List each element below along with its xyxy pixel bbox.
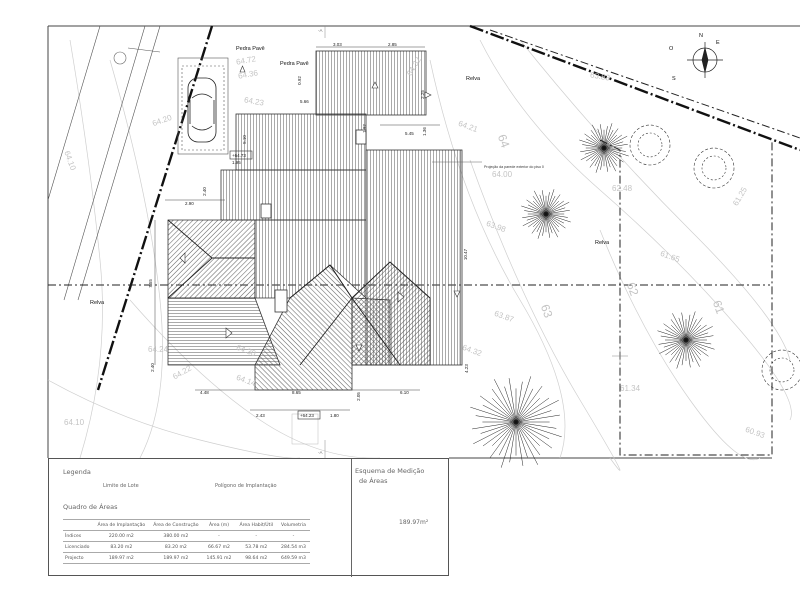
- section-markers: [291, 26, 628, 458]
- compass-rose: [687, 42, 723, 78]
- car-icon: [187, 77, 217, 143]
- areas-table-cell: 83.20 m2: [93, 541, 150, 553]
- areas-table-cell: 220.00 m2: [93, 530, 150, 542]
- level-mark-1: +64.73: [232, 153, 246, 158]
- legend-title: Legenda: [63, 468, 91, 476]
- elevation-8: 64.00: [492, 170, 513, 179]
- areas-table-cell: 83.20 m2: [149, 541, 203, 553]
- lot-boundary-line: [96, 24, 800, 391]
- dim-10: 1.95: [232, 160, 241, 165]
- shrub-symbols: [629, 124, 800, 391]
- dim-8: 5.10: [241, 135, 247, 144]
- areas-table-cell: Projecto: [63, 552, 94, 564]
- areas-table-header-cell: Área de Implantação: [93, 519, 150, 531]
- label-relva-left: Relva: [90, 300, 105, 306]
- label-pedra-pave-2: Pedra Pavê: [280, 61, 309, 67]
- slope-arrows: [179, 65, 461, 352]
- drawing-frame: [47, 25, 800, 459]
- section-mark-top: -A: [318, 28, 323, 33]
- dim-15: 4.48: [200, 390, 209, 395]
- areas-table-header-cell: Área de Construção: [149, 519, 203, 531]
- tree-symbols: [470, 123, 715, 468]
- house-roof-plan: [167, 50, 463, 391]
- dim-11: 2.40: [201, 187, 207, 196]
- areas-table-cell: 145.91 m2: [202, 552, 236, 564]
- areas-table-cell: 649.59 m3: [277, 552, 310, 564]
- scheme-title-2: de Áreas: [359, 477, 388, 485]
- dim-4: 0.92: [296, 76, 302, 85]
- panel-divider: [351, 459, 352, 577]
- level-mark-2: +64.23: [300, 413, 314, 418]
- dim-16: 8.65: [292, 390, 301, 395]
- legend-panel: Legenda Limite de Lote Polígono de Impla…: [48, 458, 449, 577]
- compass-s: S: [672, 76, 676, 82]
- areas-table-cell: 189.97 m2: [149, 552, 203, 564]
- compass-e: E: [716, 40, 720, 46]
- dim-5: 2.25: [419, 90, 425, 99]
- label-relva-right: Relva: [595, 240, 610, 246]
- implantation-polygon-line: [48, 29, 800, 456]
- dim-21: 4.23: [463, 364, 469, 373]
- areas-table-cell: 284.54 m3: [277, 541, 310, 553]
- dim-17: 6.10: [400, 390, 409, 395]
- areas-table-header-cell: Área (m): [202, 519, 236, 531]
- areas-table-cell: 53.78 m2: [235, 541, 278, 553]
- parking-area: [177, 57, 229, 155]
- dim-12: 2.90: [185, 201, 194, 206]
- dim-9: 1.92: [361, 124, 367, 133]
- areas-table-cell: 98.64 m2: [235, 552, 278, 564]
- dim-2: 2.85: [388, 42, 397, 47]
- areas-table-cell: Licenciado: [63, 541, 94, 553]
- dim-19: 1.80: [330, 413, 339, 418]
- dim-14: 7.55: [147, 279, 153, 288]
- section-mark-bottom: -A: [318, 450, 323, 455]
- scheme-title-1: Esquema de Medição: [355, 467, 425, 475]
- legend-item-implantation-polygon: Polígono de Implantação: [215, 483, 277, 489]
- dim-22: 2.40: [149, 363, 155, 372]
- starburst-tree-icon: [521, 189, 571, 239]
- elevation-12: 62.48: [612, 184, 633, 193]
- areas-table-cell: Índices: [63, 530, 94, 542]
- areas-table-header-cell: Área Habit/Útil: [235, 519, 278, 531]
- legend-item-lot-limit: Limite de Lote: [103, 483, 139, 489]
- starburst-tree-icon: [657, 311, 715, 369]
- label-pedra-pave-1: Pedra Pavê: [236, 46, 265, 52]
- areas-table-cell: -: [202, 530, 236, 542]
- areas-table-header-cell: [63, 519, 94, 531]
- areas-table-cell: 380.00 m2: [149, 530, 203, 542]
- compass-n: N: [699, 33, 703, 39]
- areas-table-cell: 66.67 m2: [202, 541, 236, 553]
- areas-table-cell: 189.97 m2: [93, 552, 150, 564]
- elevation-20: 64.10: [64, 418, 85, 427]
- dim-20: 2.05: [355, 392, 361, 401]
- starburst-tree-icon: [579, 123, 629, 173]
- dim-1: 3.03: [333, 42, 342, 47]
- areas-table-cell: -: [277, 530, 310, 542]
- elevation-15: 61.34: [620, 384, 641, 393]
- level-markers: [229, 150, 321, 420]
- road-lines: [47, 25, 161, 301]
- elevation-17: 64.24: [148, 345, 169, 354]
- starburst-tree-icon: [470, 376, 562, 468]
- compass-o: O: [669, 46, 674, 52]
- areas-table-title: Quadro de Áreas: [63, 503, 118, 511]
- label-relva-top: Relva: [466, 76, 481, 82]
- areas-table-cell: -: [235, 530, 278, 542]
- dim-6: 5.45: [405, 131, 414, 136]
- scheme-area-value: 189.97m²: [399, 519, 429, 526]
- label-wall-projection-note: Projeção da parede exterior do piso 0: [484, 165, 544, 169]
- dim-7: 1.36: [421, 127, 427, 136]
- dim-18: 2.43: [256, 413, 265, 418]
- areas-table-header-cell: Volumetria: [277, 519, 310, 531]
- dim-3: 5.66: [300, 99, 309, 104]
- dim-13: 10.47: [463, 248, 469, 261]
